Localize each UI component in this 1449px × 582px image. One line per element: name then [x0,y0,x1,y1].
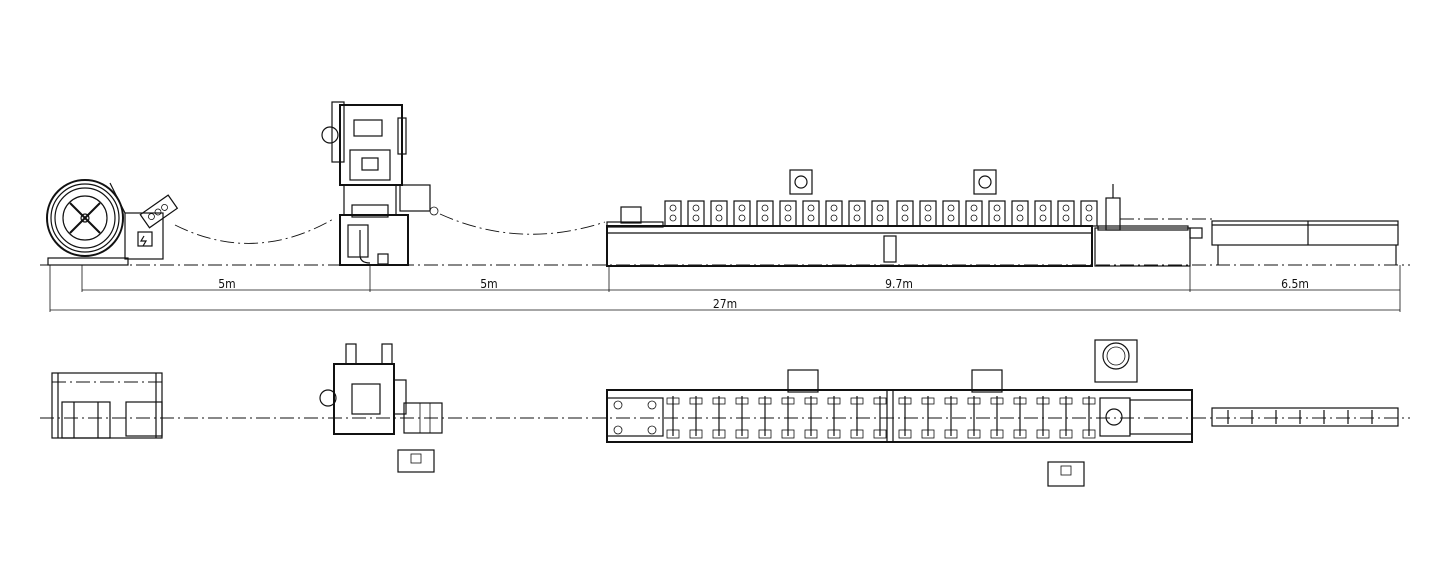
plan-roll-stand [758,396,772,439]
roll-stand [687,200,705,227]
roll-stand [988,200,1006,227]
roll-stand [1011,200,1029,227]
dimension-label-1: 5m [218,277,235,291]
decoiler-side [46,179,179,266]
roll-stand [919,200,937,227]
roll-stand [942,200,960,227]
roll-stand [756,200,774,227]
roll-former-side [606,169,1098,267]
roll-stand [710,200,728,227]
plan-roll-stand [735,396,749,439]
roll-stands [664,200,1098,227]
plan-roll-stand [827,396,841,439]
roll-former-plan [606,339,1193,487]
decoiler-plan [51,372,163,439]
runout-table-side [1211,220,1399,265]
dimension-label-2: 5m [480,277,497,291]
press-plan [319,343,443,473]
plan-roll-stand [921,396,935,439]
roll-stand [965,200,983,227]
plan-roll-stands [666,396,1096,439]
roll-stand [848,200,866,227]
plan-roll-stand [1013,396,1027,439]
plan-roll-stand [990,396,1004,439]
dimension-label-4: 6.5m [1281,277,1309,291]
plan-roll-stand [1082,396,1096,439]
roll-stand [896,200,914,227]
plan-roll-stand [781,396,795,439]
plan-roll-stand [944,396,958,439]
roll-stand [733,200,751,227]
roll-stand [825,200,843,227]
plan-roll-stand [1059,396,1073,439]
plan-roll-stand [898,396,912,439]
plan-roll-stand [967,396,981,439]
plan-roll-stand [873,396,887,439]
plan-roll-stand [712,396,726,439]
plan-view [40,339,1410,487]
punch-press-side [321,101,439,266]
roll-stand [802,200,820,227]
roll-stand [1057,200,1075,227]
cutter-side [1094,184,1212,267]
plan-roll-stand [850,396,864,439]
roll-stand [871,200,889,227]
plan-roll-stand [1036,396,1050,439]
side-elevation-view: 5m 5m 9.7m 6.5m 27m [40,101,1410,312]
plan-roll-stand [666,396,680,439]
material-loop-2 [439,213,606,235]
roll-stand [1034,200,1052,227]
plan-roll-stand [804,396,818,439]
roll-stand [664,200,682,227]
roll-stand [779,200,797,227]
roll-stand [1080,200,1098,227]
runout-table-plan [1211,407,1399,427]
dimension-lines [49,265,1401,312]
dimension-label-3: 9.7m [885,277,913,291]
dimension-label-total: 27m [713,297,737,311]
plan-roll-stand [689,396,703,439]
material-loop-1 [174,217,336,244]
